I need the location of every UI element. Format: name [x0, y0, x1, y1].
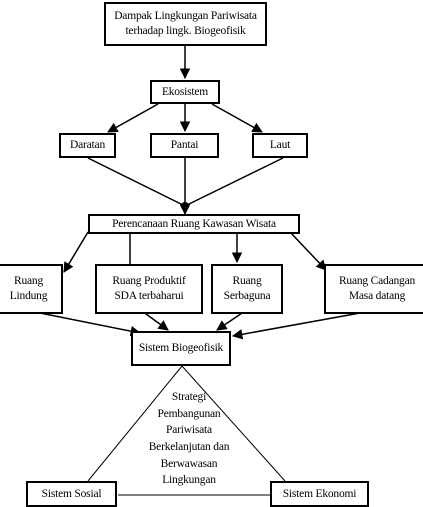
line-bio-sosial: [87, 365, 183, 482]
sistem-sosial-box: Sistem Sosial: [26, 481, 117, 507]
arrow-cadangan-bio: [231, 312, 361, 340]
junction-dot: [181, 202, 189, 210]
laut-label: Laut: [269, 139, 291, 152]
strategy-text: Strategi Pembangunan Pariwisata Berkelan…: [128, 386, 250, 492]
ekosistem-box: Ekosistem: [150, 80, 220, 104]
sistem-biogeofisik-box: Sistem Biogeofisik: [131, 331, 231, 366]
daratan-label: Daratan: [70, 139, 105, 152]
arrow-ekosistem-daratan: [107, 103, 159, 133]
ruang-lindung-box: Ruang Lindung: [0, 264, 63, 314]
arrow-ekosistem-laut: [211, 103, 263, 133]
pantai-box: Pantai: [150, 133, 219, 158]
ruang-serbaguna-label: Ruang Serbaguna: [223, 275, 271, 302]
ruang-produktif-box: Ruang Produktif SDA terbaharui: [95, 264, 203, 314]
line-laut-junction: [186, 157, 284, 206]
daratan-box: Daratan: [59, 133, 116, 158]
strategy-label: Strategi Pembangunan Pariwisata Berkelan…: [148, 390, 230, 487]
ruang-cadangan-box: Ruang Cadangan Masa datang: [324, 264, 423, 314]
arrow-lindung-bio: [39, 312, 142, 337]
ruang-serbaguna-box: Ruang Serbaguna: [211, 264, 283, 314]
sistem-biogeofisik-label: Sistem Biogeofisik: [138, 342, 224, 355]
arrow-planning-lindung: [63, 231, 89, 273]
planning-label: Perencanaan Ruang Kawasan Wisata: [112, 217, 276, 230]
sistem-ekonomi-box: Sistem Ekonomi: [270, 481, 369, 507]
arrow-produktif-bio: [141, 310, 169, 331]
title-label: Dampak Lingkungan Pariwisata terhadap li…: [114, 10, 257, 37]
ruang-produktif-label: Ruang Produktif SDA terbaharui: [112, 275, 186, 302]
sistem-sosial-label: Sistem Sosial: [41, 487, 102, 500]
line-bio-ekonomi: [181, 365, 286, 482]
title-box: Dampak Lingkungan Pariwisata terhadap li…: [104, 2, 267, 46]
ekosistem-label: Ekosistem: [161, 85, 209, 98]
ruang-lindung-label: Ruang Lindung: [9, 275, 48, 302]
arrow-serbaguna-bio: [216, 310, 246, 331]
line-daratan-junction: [87, 157, 184, 206]
pantai-label: Pantai: [170, 139, 199, 152]
planning-box: Perencanaan Ruang Kawasan Wisata: [88, 214, 300, 234]
arrow-planning-cadangan: [289, 231, 327, 271]
sistem-ekonomi-label: Sistem Ekonomi: [282, 487, 357, 500]
ruang-cadangan-label: Ruang Cadangan Masa datang: [338, 275, 416, 302]
laut-box: Laut: [252, 133, 308, 158]
